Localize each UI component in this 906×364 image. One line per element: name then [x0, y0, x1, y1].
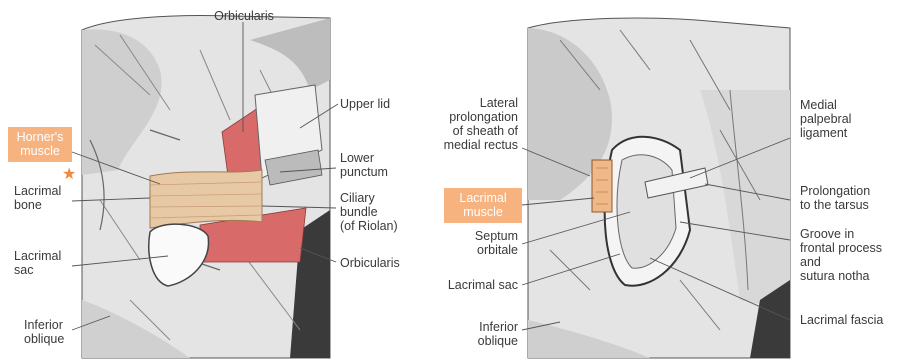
label-groove-frontal: Groove in frontal process and sutura not… — [800, 227, 882, 283]
label-septum-orbitale: Septum orbitale — [420, 229, 518, 257]
label-lacrimal-bone: Lacrimal bone — [14, 184, 61, 212]
label-prolongation-tarsus: Prolongation to the tarsus — [800, 184, 870, 212]
label-lacrimal-muscle: Lacrimal muscle — [444, 191, 522, 219]
label-lacrimal-fascia: Lacrimal fascia — [800, 313, 883, 327]
label-inferior-oblique-right: Inferior oblique — [420, 320, 518, 348]
label-upper-lid: Upper lid — [340, 97, 390, 111]
label-orbicularis-bottom: Orbicularis — [340, 256, 400, 270]
star-icon: ★ — [62, 167, 76, 183]
right-lacrimal-muscle — [592, 160, 612, 212]
label-lacrimal-sac-left: Lacrimal sac — [14, 249, 61, 277]
label-lacrimal-sac-right: Lacrimal sac — [420, 278, 518, 292]
label-inferior-oblique-left: Inferior oblique — [24, 318, 64, 346]
label-horners-muscle: Horner's muscle — [8, 130, 72, 158]
label-orbicularis-top: Orbicularis — [208, 9, 280, 23]
label-lateral-prolongation: Lateral prolongation of sheath of medial… — [420, 96, 518, 152]
label-lower-punctum: Lower punctum — [340, 151, 388, 179]
label-medial-palpebral-ligament: Medial palpebral ligament — [800, 98, 851, 140]
label-ciliary-bundle: Ciliary bundle (of Riolan) — [340, 191, 398, 233]
